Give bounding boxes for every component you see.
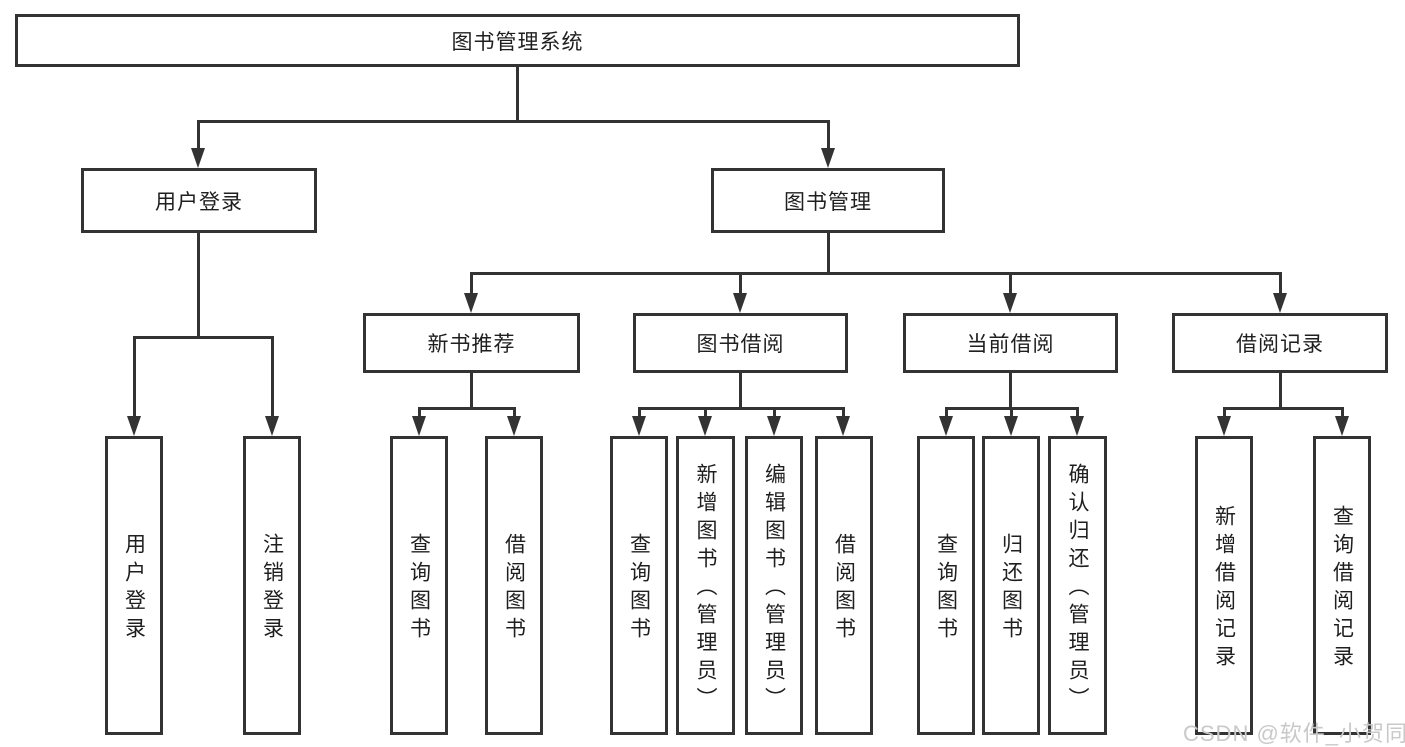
arrowhead-down-icon (1070, 416, 1084, 436)
leaf-user-login: 用户登录 (105, 436, 163, 735)
arrowhead-down-icon (1335, 416, 1349, 436)
arrowhead-down-icon (836, 416, 850, 436)
arrowhead-down-icon (412, 416, 426, 436)
connector-leaf-stem (1010, 407, 1013, 420)
node-borrow-records: 借阅记录 (1172, 313, 1388, 373)
connector-to-current-borrow (1009, 272, 1012, 297)
arrowhead-down-icon (632, 416, 646, 436)
arrowhead-down-icon (821, 148, 835, 168)
connector-leaf-stem (773, 407, 776, 420)
connector-to-logout-leaf (271, 336, 274, 420)
leaf-borrow-add-books-admin: 新增图书（管理员） (676, 436, 735, 735)
connector-new-book-stem (470, 373, 473, 407)
arrowhead-down-icon (464, 293, 478, 313)
connector-to-book-borrow (739, 272, 742, 297)
node-user-login: 用户登录 (81, 168, 317, 233)
arrowhead-down-icon (698, 416, 712, 436)
connector-leaf-stem (704, 407, 707, 420)
connector-leaf-stem (842, 407, 845, 420)
leaf-current-query-books: 查询图书 (917, 436, 975, 735)
connector-user-login-rail (133, 336, 273, 339)
arrowhead-down-icon (1273, 293, 1287, 313)
node-new-book-recommend: 新书推荐 (363, 313, 580, 373)
arrowhead-down-icon (1004, 416, 1018, 436)
connector-book-mgmt-stem (827, 233, 830, 272)
node-library-management-system: 图书管理系统 (15, 14, 1020, 67)
connector-leaf-stem (1223, 407, 1226, 420)
connector-to-new-book (470, 272, 473, 297)
connector-borrow-records-stem (1279, 373, 1282, 407)
connector-book-mgmt-rail (470, 272, 1280, 275)
connector-book-borrow-stem (739, 373, 742, 407)
connector-user-login-stem (197, 233, 200, 336)
connector-to-borrow-records (1279, 272, 1282, 297)
connector-current-borrow-stem (1009, 373, 1012, 407)
arrowhead-down-icon (191, 148, 205, 168)
arrowhead-down-icon (1217, 416, 1231, 436)
node-book-borrow: 图书借阅 (633, 313, 848, 373)
connector-leaf-stem (513, 407, 516, 420)
arrowhead-down-icon (507, 416, 521, 436)
leaf-borrow-edit-books-admin: 编辑图书（管理员） (745, 436, 803, 735)
watermark: CSDN @软件_小贺同学 (1183, 721, 1405, 746)
leaf-current-confirm-return-admin: 确认归还（管理员） (1048, 436, 1107, 735)
connector-leaf-stem (1341, 407, 1344, 420)
leaf-logout: 注销登录 (243, 436, 301, 735)
leaf-borrow-borrow-books: 借阅图书 (815, 436, 873, 735)
leaf-newbook-borrow-books: 借阅图书 (485, 436, 543, 735)
arrowhead-down-icon (1003, 293, 1017, 313)
node-current-borrow: 当前借阅 (903, 313, 1118, 373)
connector-leaf-stem (945, 407, 948, 420)
connector-root-stem (516, 67, 519, 120)
connector-borrow-records-rail (1223, 407, 1343, 410)
arrowhead-down-icon (127, 416, 141, 436)
arrowhead-down-icon (733, 293, 747, 313)
node-book-management: 图书管理 (711, 168, 945, 233)
leaf-newbook-query-books: 查询图书 (390, 436, 448, 735)
leaf-borrow-query-books: 查询图书 (610, 436, 668, 735)
connector-to-user-login (197, 120, 200, 152)
arrowhead-down-icon (939, 416, 953, 436)
leaf-records-add-record: 新增借阅记录 (1195, 436, 1253, 735)
connector-leaf-stem (1076, 407, 1079, 420)
connector-leaf-stem (638, 407, 641, 420)
connector-book-borrow-rail (638, 407, 845, 410)
arrowhead-down-icon (265, 416, 279, 436)
connector-root-rail (197, 120, 830, 123)
connector-new-book-rail (418, 407, 515, 410)
connector-to-book-management (827, 120, 830, 152)
leaf-records-query-record: 查询借阅记录 (1313, 436, 1371, 735)
connector-to-login-leaf (133, 336, 136, 420)
leaf-current-return-books: 归还图书 (982, 436, 1040, 735)
arrowhead-down-icon (767, 416, 781, 436)
connector-leaf-stem (418, 407, 421, 420)
